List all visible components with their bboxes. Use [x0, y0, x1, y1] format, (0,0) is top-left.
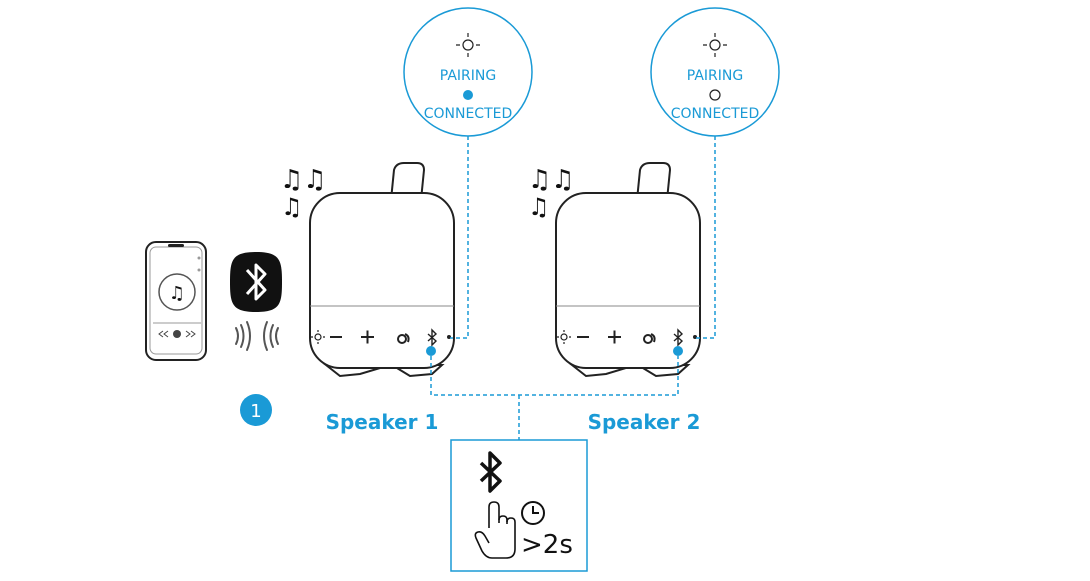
- speaker-2: [555, 162, 701, 378]
- phone-icon: ♫: [145, 241, 207, 361]
- status-bubble-speaker-2: PAIRING CONNECTED: [650, 7, 780, 137]
- status-led: [463, 90, 473, 100]
- instruction-box: >2s: [450, 439, 588, 572]
- bluetooth-icon: [427, 328, 438, 347]
- connected-label: CONNECTED: [424, 106, 513, 122]
- pairing-label: PAIRING: [687, 68, 743, 84]
- music-notes-speaker-2: ♫♫ ♫: [528, 165, 575, 221]
- connected-label: CONNECTED: [671, 106, 760, 122]
- step-badge: 1: [240, 394, 272, 426]
- svg-text:♫: ♫: [281, 193, 303, 221]
- light-icon: [311, 330, 325, 344]
- hand-press-icon: [474, 501, 516, 559]
- duration-label: >2s: [521, 530, 573, 560]
- bluetooth-icon: [479, 451, 502, 493]
- timer-icon: [521, 501, 545, 525]
- bluetooth-badge-icon: [230, 252, 282, 312]
- svg-text:♫: ♫: [528, 193, 550, 221]
- status-led: [709, 89, 721, 101]
- light-icon: [557, 330, 571, 344]
- bluetooth-button-indicator: [426, 346, 436, 356]
- phone-music-note: ♫: [169, 283, 185, 304]
- party-icon: [643, 333, 656, 344]
- party-icon: [397, 333, 410, 344]
- bluetooth-button-indicator: [673, 346, 683, 356]
- bluetooth-icon: [673, 328, 684, 347]
- plus-icon: [608, 330, 621, 344]
- pairing-label: PAIRING: [440, 68, 496, 84]
- speaker-1-label: Speaker 1: [326, 410, 439, 434]
- svg-text:♫♫: ♫♫: [528, 165, 575, 195]
- speaker-1: [309, 162, 455, 378]
- svg-text:♫♫: ♫♫: [280, 165, 327, 195]
- step-number: 1: [250, 401, 261, 422]
- speaker-2-label: Speaker 2: [588, 410, 701, 434]
- plus-icon: [361, 330, 374, 344]
- connector-lines: [430, 136, 716, 440]
- music-notes-speaker-1: ♫♫ ♫: [280, 165, 327, 221]
- signal-waves-icon: [235, 321, 279, 351]
- status-bubble-speaker-1: PAIRING CONNECTED: [403, 7, 533, 137]
